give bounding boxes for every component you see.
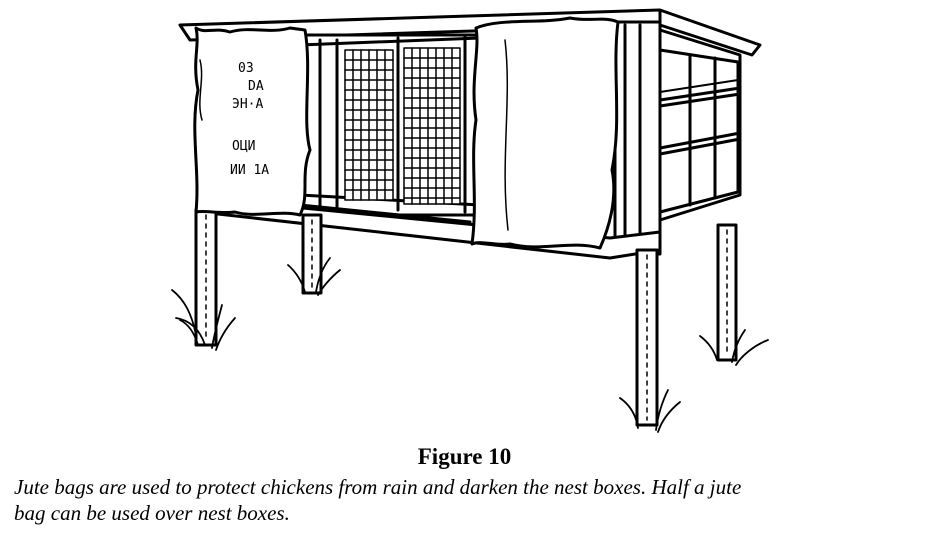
- grass-tufts: [171, 257, 769, 433]
- jute-bag-right: [470, 16, 620, 250]
- coop-side-frame: [613, 20, 742, 256]
- figure-title: Figure 10: [417, 444, 512, 469]
- svg-text:ЭH·A: ЭH·A: [232, 97, 263, 112]
- svg-text:ИИ 1A: ИИ 1A: [230, 163, 269, 178]
- coop-legs: [194, 208, 738, 427]
- figure-caption: Jute bags are used to protect chickens f…: [14, 474, 914, 526]
- jute-bag-left: [193, 26, 312, 217]
- wire-mesh-door: [344, 47, 461, 205]
- caption-line-1: Jute bags are used to protect chickens f…: [14, 475, 742, 499]
- svg-text:DA: DA: [248, 79, 264, 94]
- caption-line-2: bag can be used over nest boxes.: [14, 501, 290, 525]
- svg-text:03: 03: [238, 61, 254, 76]
- bag-stencil-text: 03 DA ЭH·A OЦИ ИИ 1A: [230, 61, 269, 178]
- chicken-coop-illustration: 03 DA ЭH·A OЦИ ИИ 1A: [171, 8, 769, 433]
- svg-text:OЦИ: OЦИ: [232, 139, 255, 154]
